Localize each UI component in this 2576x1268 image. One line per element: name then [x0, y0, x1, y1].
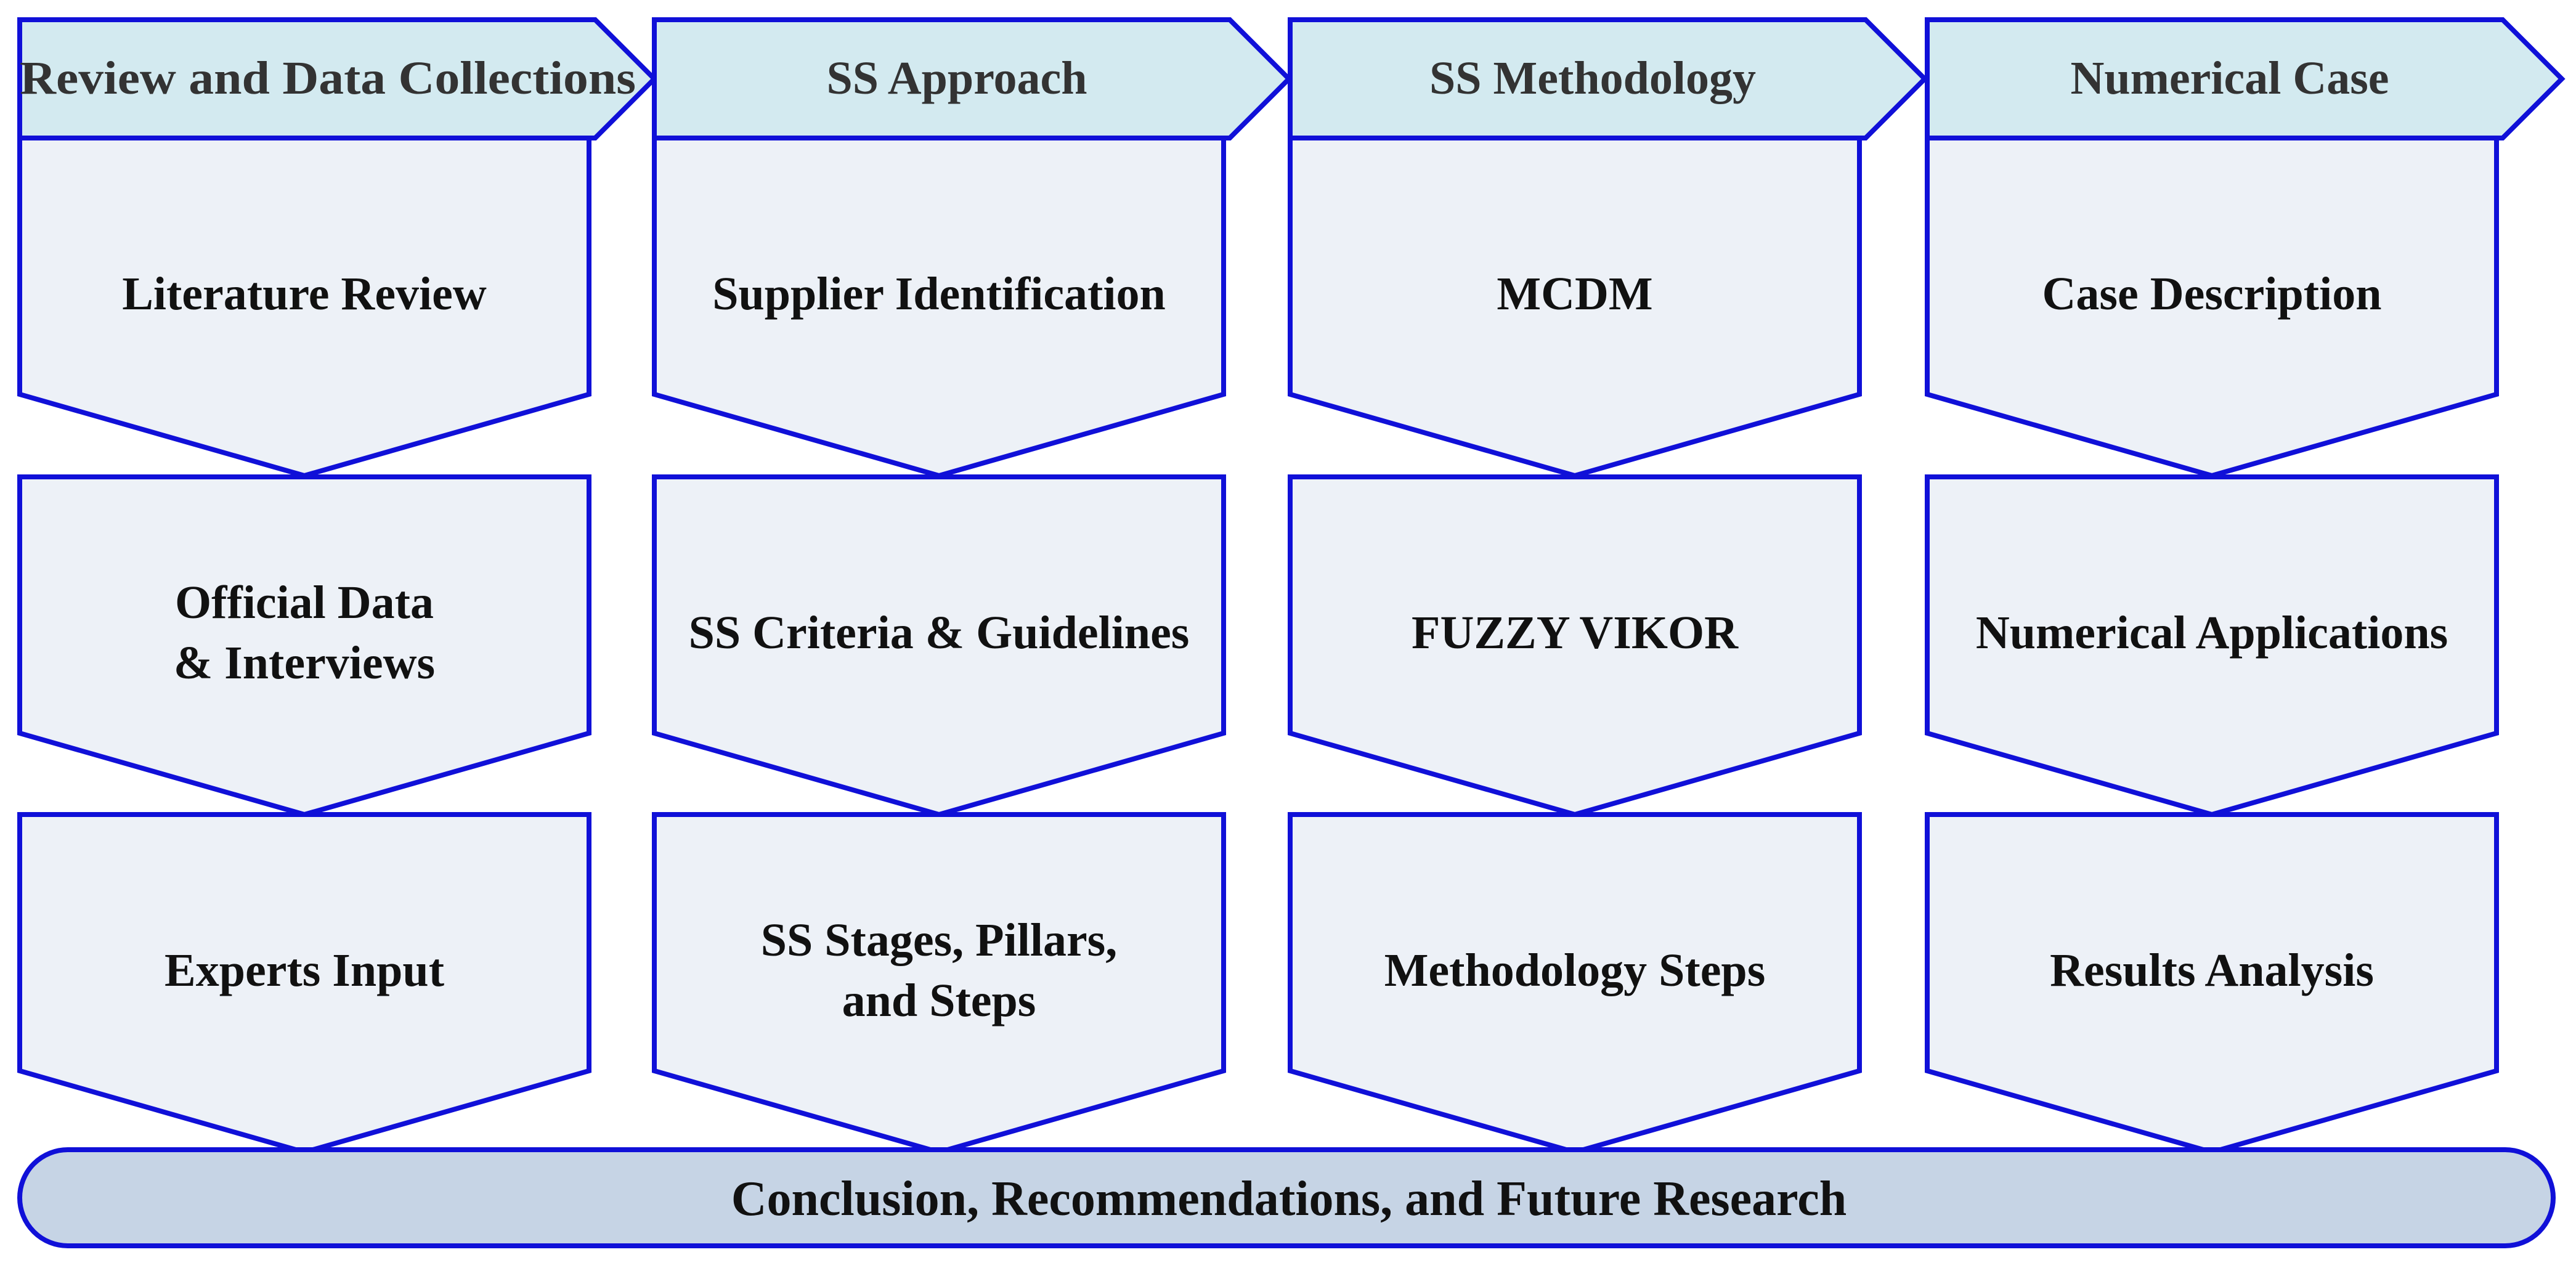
column-header-shape — [652, 17, 1293, 140]
step-box-label: MCDM — [1497, 268, 1652, 320]
step-box-label: SS Stages, Pillars, — [761, 914, 1118, 966]
step-box-shape — [652, 136, 1226, 479]
step-box-shape — [1925, 136, 2499, 479]
step-box-label: Supplier Identification — [712, 268, 1166, 320]
step-box-shape — [17, 812, 591, 1155]
column-header-shape — [1288, 17, 1928, 140]
column-header-label: SS Approach — [826, 52, 1087, 104]
step-box-shape — [1925, 812, 2499, 1155]
conclusion-bar-shape — [17, 1147, 2556, 1248]
column-header-shape — [1925, 17, 2566, 140]
step-box-shape — [1288, 812, 1862, 1155]
step-box-shape — [17, 474, 591, 818]
step-box-label: SS Criteria & Guidelines — [689, 607, 1190, 659]
step-box-label: Experts Input — [165, 945, 444, 996]
column-header-shape — [17, 17, 658, 140]
step-box-label: Official Data — [175, 577, 434, 628]
step-box-label: and Steps — [842, 975, 1036, 1026]
step-box-label: Numerical Applications — [1976, 607, 2448, 659]
conclusion-bar: Conclusion, Recommendations, and Future … — [17, 1147, 2556, 1248]
column-header-label: Review and Data Collections — [20, 52, 636, 104]
step-box-shape — [1288, 136, 1862, 479]
step-box-label: Case Description — [2042, 268, 2382, 320]
step-box-label: Results Analysis — [2050, 945, 2374, 996]
step-box-label: FUZZY VIKOR — [1412, 607, 1739, 659]
step-box-shape — [1288, 474, 1862, 818]
step-box-shape — [17, 136, 591, 479]
column-header-label: SS Methodology — [1429, 52, 1756, 104]
column-header-label: Numerical Case — [2070, 52, 2389, 104]
step-box-shape — [652, 474, 1226, 818]
step-box-shape — [652, 812, 1226, 1155]
step-box-label: Literature Review — [122, 268, 487, 320]
step-box-label: & Interviews — [174, 637, 435, 689]
conclusion-label: Conclusion, Recommendations, and Future … — [731, 1172, 1847, 1226]
step-box-shape — [1925, 474, 2499, 818]
step-box-label: Methodology Steps — [1384, 945, 1766, 996]
